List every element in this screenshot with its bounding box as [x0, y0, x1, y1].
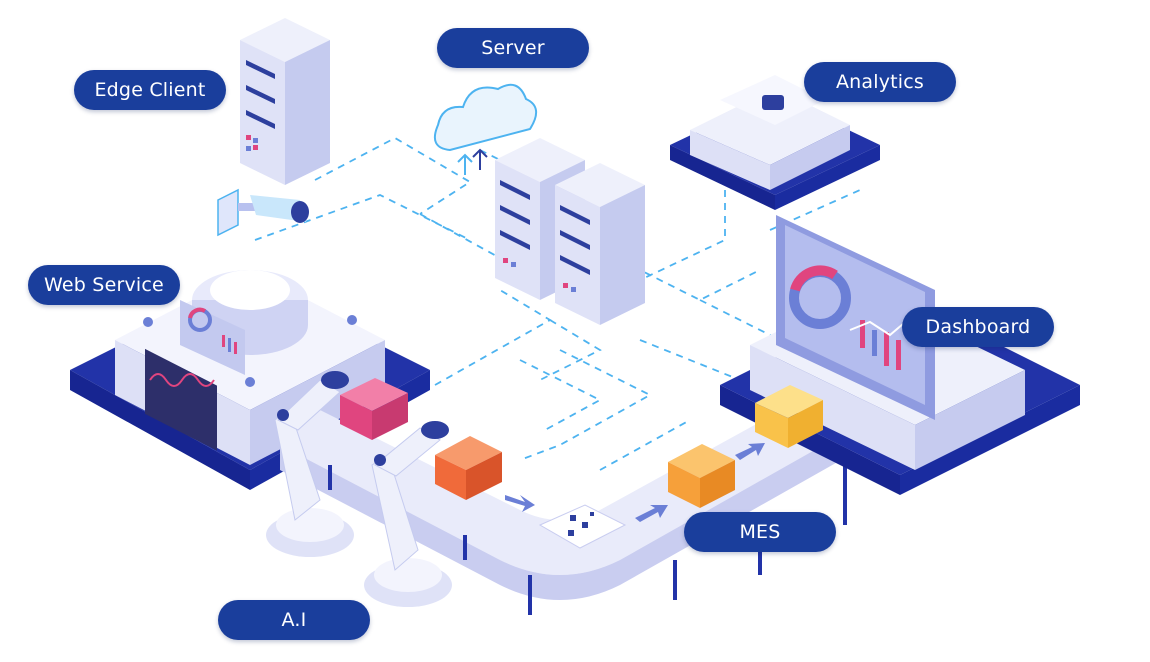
- cctv-camera-icon: [217, 188, 309, 237]
- network-connections: [254, 136, 861, 601]
- server-rack-icon: [495, 138, 645, 325]
- label-web-service: Web Service: [28, 265, 180, 305]
- label-analytics: Analytics: [804, 62, 956, 102]
- arrow-icon: [505, 443, 765, 522]
- label-mes: MES: [684, 512, 836, 552]
- server-rack-icon: [240, 18, 330, 185]
- gauge-chart-icon: [180, 300, 245, 375]
- product-boxes: [340, 378, 823, 508]
- analytics-device: [670, 75, 880, 210]
- qr-code-icon: [538, 504, 627, 549]
- robot-arm-icon: [364, 421, 452, 607]
- robot-arm-icon: [266, 371, 354, 557]
- label-dashboard: Dashboard: [902, 307, 1054, 347]
- label-ai: A.I: [218, 600, 370, 640]
- label-edge-client: Edge Client: [74, 70, 226, 110]
- label-server: Server: [437, 28, 589, 68]
- gauge-chart-icon: [776, 215, 935, 420]
- cloud-upload-icon: [434, 83, 537, 175]
